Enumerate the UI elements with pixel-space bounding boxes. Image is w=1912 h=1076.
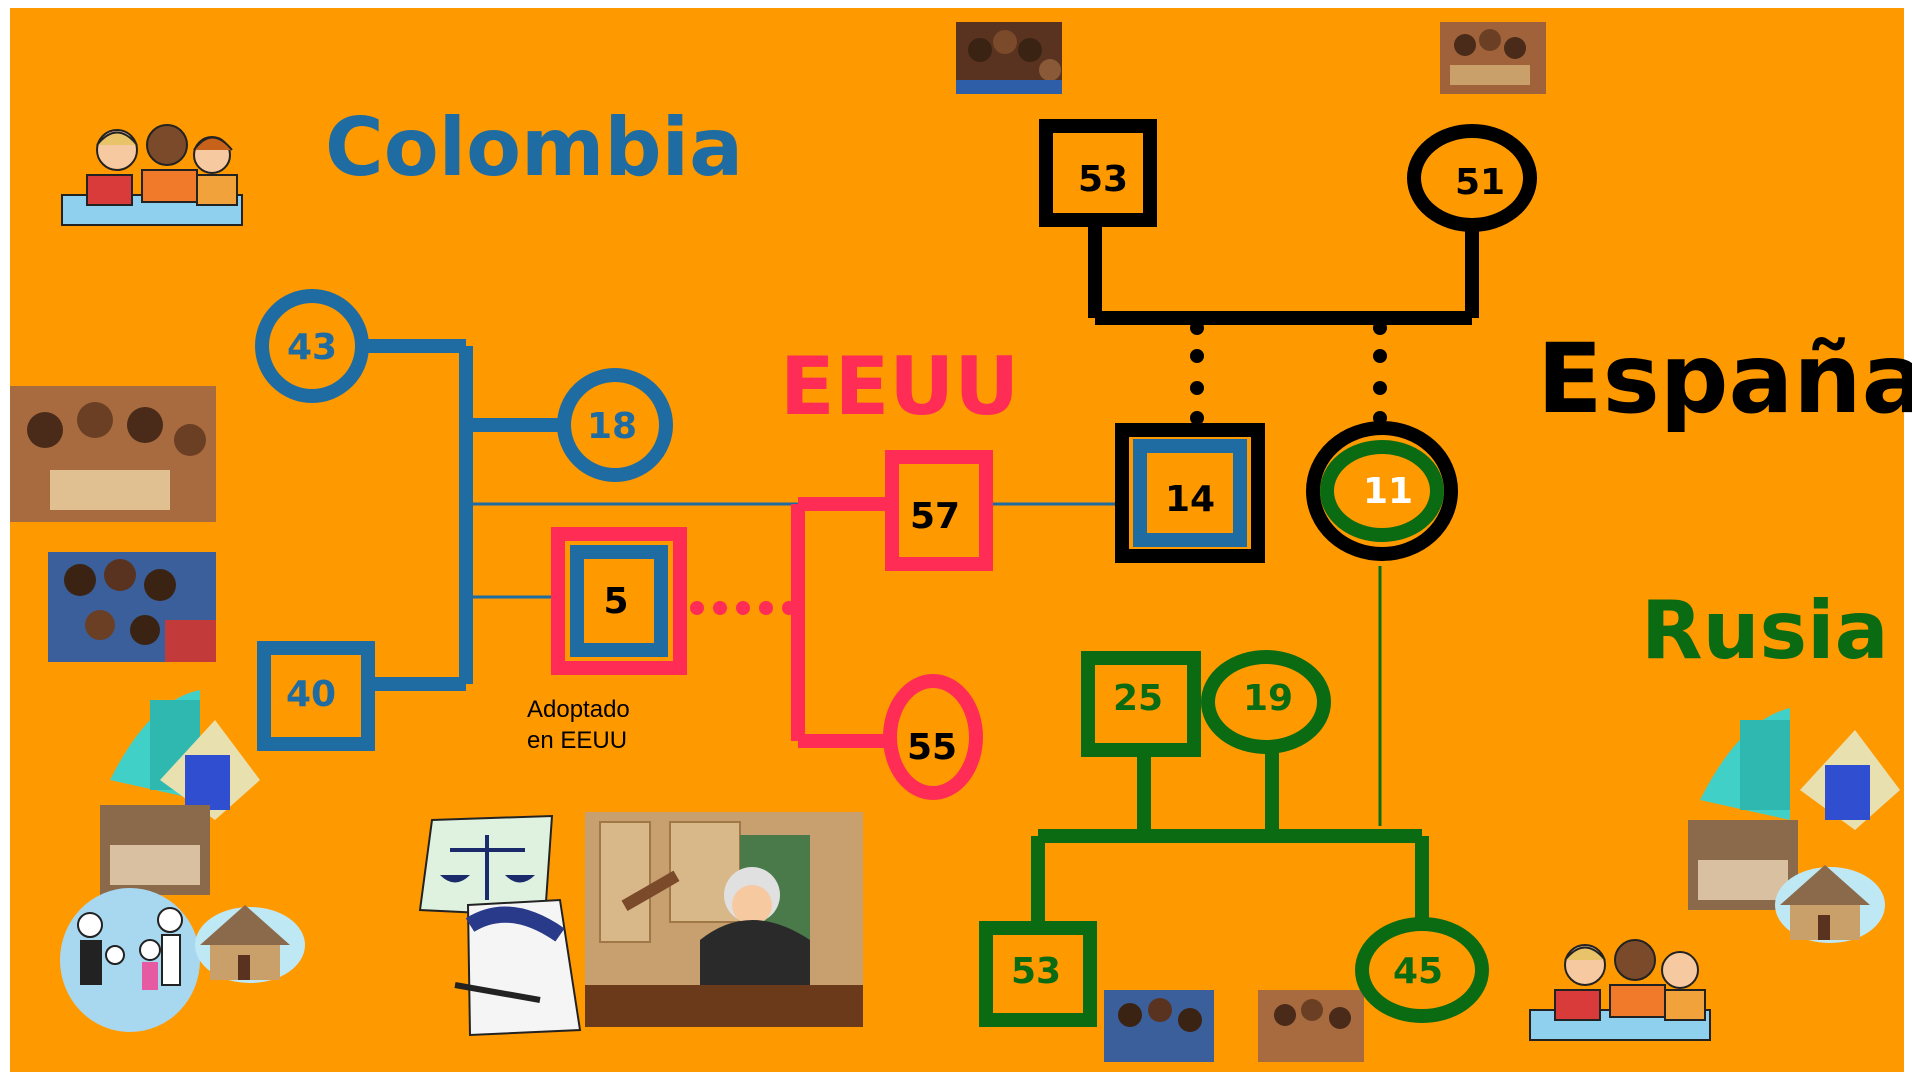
family-figures-icon bbox=[60, 888, 200, 1032]
title-colombia: Colombia bbox=[325, 101, 743, 194]
family-photo-icon bbox=[1258, 990, 1364, 1062]
rusia-mother-node bbox=[1201, 650, 1331, 754]
house-icon bbox=[195, 905, 305, 983]
espana-dotted-lines bbox=[1190, 321, 1387, 425]
rusia-connectors bbox=[1031, 566, 1429, 930]
espana-daughter-inner bbox=[1320, 440, 1444, 542]
rusia-daughter-node bbox=[1355, 917, 1489, 1023]
rusia-son-age: 53 bbox=[1011, 951, 1061, 992]
family-photo-icon bbox=[1104, 990, 1214, 1062]
scales-of-justice-icon bbox=[418, 814, 554, 918]
colombia-mother-age: 43 bbox=[287, 327, 337, 368]
city-buildings-icon bbox=[1700, 708, 1900, 830]
adopted-child-inner bbox=[570, 545, 668, 657]
adoption-dotted-line bbox=[690, 601, 796, 615]
city-buildings-icon bbox=[110, 690, 260, 820]
eeuu-father-age: 57 bbox=[910, 496, 960, 537]
family-photo-icon bbox=[956, 22, 1062, 94]
eeuu-father-node bbox=[885, 450, 993, 571]
rusia-mother-age: 19 bbox=[1243, 678, 1293, 719]
title-rusia: Rusia bbox=[1641, 584, 1889, 677]
espana-son-inner bbox=[1133, 439, 1247, 547]
children-reading-icon bbox=[1529, 939, 1711, 1041]
adopted-child-node bbox=[551, 527, 687, 675]
colombia-mother-node bbox=[255, 289, 369, 403]
espana-connectors bbox=[1088, 222, 1479, 325]
children-reading-icon bbox=[61, 124, 243, 226]
judge-icon bbox=[585, 812, 863, 1027]
handshake-contract-icon bbox=[454, 898, 582, 1037]
colombia-daughter-node bbox=[557, 368, 673, 482]
adopted-note-line1: Adoptado bbox=[527, 696, 630, 723]
espana-daughter-node bbox=[1306, 421, 1458, 561]
family-photo-icon bbox=[100, 805, 210, 895]
espana-daughter-age: 11 bbox=[1363, 471, 1413, 512]
espana-grandmother-node bbox=[1407, 124, 1537, 232]
colombia-father-age: 40 bbox=[286, 674, 336, 715]
family-photo-icon bbox=[1440, 22, 1546, 94]
title-espana: España bbox=[1537, 323, 1912, 435]
family-photo-icon bbox=[48, 552, 216, 662]
espana-grandfather-node bbox=[1039, 119, 1157, 227]
eeuu-mother-age: 55 bbox=[907, 727, 957, 768]
family-photo-icon bbox=[10, 386, 216, 522]
house-icon bbox=[1775, 865, 1885, 943]
eeuu-mother-node bbox=[883, 674, 983, 800]
title-eeuu: EEUU bbox=[780, 340, 1019, 433]
rusia-son-node bbox=[979, 921, 1097, 1027]
rusia-father-node bbox=[1081, 651, 1201, 757]
rusia-daughter-age: 45 bbox=[1393, 951, 1443, 992]
rusia-father-age: 25 bbox=[1113, 678, 1163, 719]
espana-son-age: 14 bbox=[1165, 479, 1215, 520]
colombia-father-node bbox=[257, 641, 375, 751]
espana-grandfather-age: 53 bbox=[1078, 159, 1128, 200]
colombia-daughter-age: 18 bbox=[587, 406, 637, 447]
espana-son-node bbox=[1115, 423, 1265, 563]
adopted-note-line2: en EEUU bbox=[527, 727, 627, 754]
adopted-child-age: 5 bbox=[603, 581, 628, 622]
espana-grandmother-age: 51 bbox=[1455, 162, 1505, 203]
eeuu-connectors bbox=[791, 497, 895, 748]
